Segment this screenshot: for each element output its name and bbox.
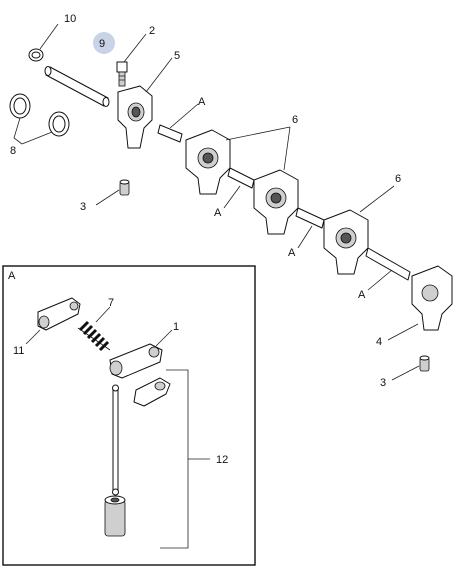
rocker-arm-a3 (295, 207, 325, 229)
callout-9: 9 (99, 38, 105, 50)
callout-7: 7 (108, 297, 114, 309)
callout-5: 5 (174, 50, 180, 62)
callout-A-3: A (288, 247, 296, 259)
rocker-arm-part-11 (37, 297, 81, 331)
callout-6-a: 6 (292, 114, 298, 126)
callout-6-b: 6 (395, 173, 401, 185)
leader-lines-inset (25, 306, 210, 549)
ring-part-10 (28, 48, 44, 62)
spring-part-7 (77, 320, 111, 352)
rocker-bracket-part-6-c (323, 209, 369, 275)
callout-A-1: A (198, 96, 206, 108)
rocker-arm-a1 (157, 124, 183, 143)
inset-label: A (8, 270, 16, 282)
rocker-arm-a4 (365, 247, 411, 281)
highlight-circle (93, 32, 115, 54)
rocker-bracket-part-5 (117, 85, 153, 149)
rocker-arm-a2 (227, 167, 255, 189)
pin-part-3-top (119, 179, 130, 196)
hydraulic-tappet (104, 495, 126, 537)
rocker-shaft (44, 66, 110, 107)
pin-part-3-bottom (419, 355, 430, 372)
o-ring-part-8-a (9, 93, 31, 119)
rocker-bracket-part-6-b (253, 169, 299, 235)
rocker-arm-part-1 (109, 343, 163, 379)
rocker-bracket-part-6-a (185, 129, 231, 195)
cam-follower (133, 377, 171, 407)
callout-4: 4 (376, 336, 382, 348)
bolt-part-2 (116, 61, 128, 87)
callout-A-2: A (214, 207, 222, 219)
callout-12: 12 (216, 454, 228, 466)
callout-10: 10 (64, 13, 76, 25)
callout-1: 1 (173, 321, 179, 333)
inset-frame (2, 265, 256, 566)
push-rod (112, 384, 119, 496)
callout-3-a: 3 (80, 201, 86, 213)
callout-3-b: 3 (380, 377, 386, 389)
end-bracket-part-4 (411, 265, 453, 331)
callout-A-4: A (358, 289, 366, 301)
callout-8: 8 (10, 145, 16, 157)
callout-2: 2 (149, 25, 155, 37)
leader-lines-main (13, 23, 420, 381)
callout-11: 11 (13, 345, 24, 357)
o-ring-part-8-b (48, 111, 70, 137)
